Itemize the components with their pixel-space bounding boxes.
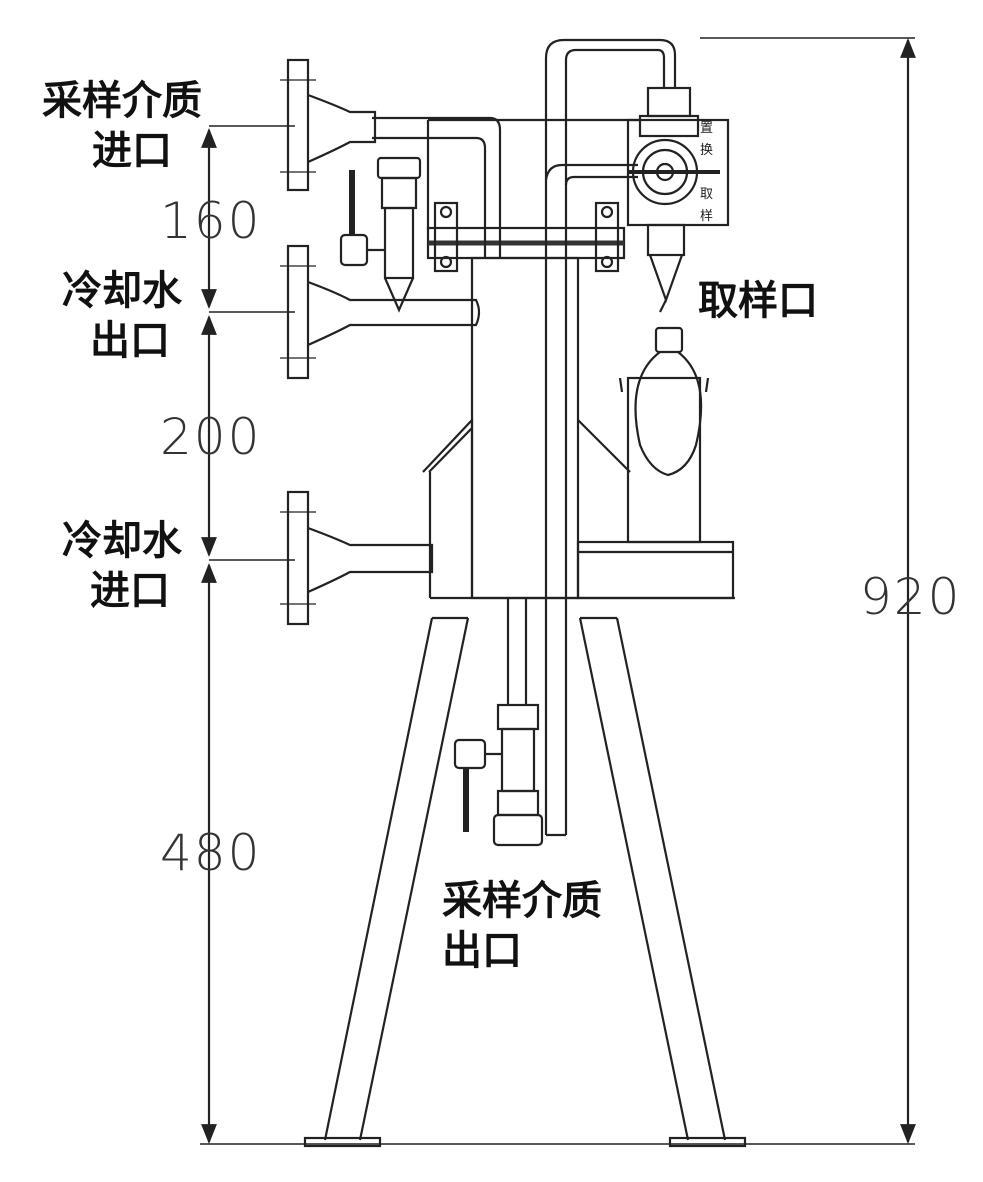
valve-markings: 置 换 取 样 xyxy=(700,121,713,224)
dimension-160: 160 xyxy=(160,192,262,250)
upper-valve xyxy=(339,156,422,313)
cooler-vessel xyxy=(422,201,735,600)
label-sample-port: 取样口 xyxy=(698,278,818,324)
valve-mark-2: 换 xyxy=(700,143,713,158)
label-sample-inlet-line1: 采样介质 xyxy=(42,78,202,124)
sample-bottle xyxy=(618,326,710,544)
sampling-valve xyxy=(626,86,730,313)
dimension-920: 920 xyxy=(860,568,962,626)
dimension-lines xyxy=(200,37,916,1145)
label-cooling-inlet-line2: 进口 xyxy=(90,568,170,614)
valve-mark-1: 置 xyxy=(700,121,713,136)
dimension-200: 200 xyxy=(160,408,262,466)
dimension-480: 480 xyxy=(160,824,262,882)
label-cooling-outlet: 冷却水 出口 xyxy=(62,266,182,366)
label-cooling-inlet-line1: 冷却水 xyxy=(62,518,182,564)
sample-tube xyxy=(544,38,677,837)
lower-valve xyxy=(453,598,544,847)
support-legs xyxy=(303,616,747,1148)
nozzle-cooling-outlet xyxy=(280,244,481,380)
valve-mark-4: 样 xyxy=(700,209,713,224)
label-sample-inlet-line2: 进口 xyxy=(92,128,172,174)
label-cooling-inlet: 冷却水 进口 xyxy=(62,516,182,616)
label-cooling-outlet-line2: 出口 xyxy=(90,318,170,364)
label-sample-outlet-line2: 出口 xyxy=(442,928,522,974)
label-sample-inlet: 采样介质 进口 xyxy=(42,76,202,176)
nozzle-cooling-inlet xyxy=(280,490,434,626)
nozzle-sample-inlet xyxy=(280,58,377,192)
sample-inlet-piping xyxy=(372,116,640,258)
label-cooling-outlet-line1: 冷却水 xyxy=(62,268,182,314)
label-sample-outlet-line1: 采样介质 xyxy=(442,878,602,924)
label-sample-outlet: 采样介质 出口 xyxy=(442,876,602,976)
valve-mark-3: 取 xyxy=(700,187,713,202)
